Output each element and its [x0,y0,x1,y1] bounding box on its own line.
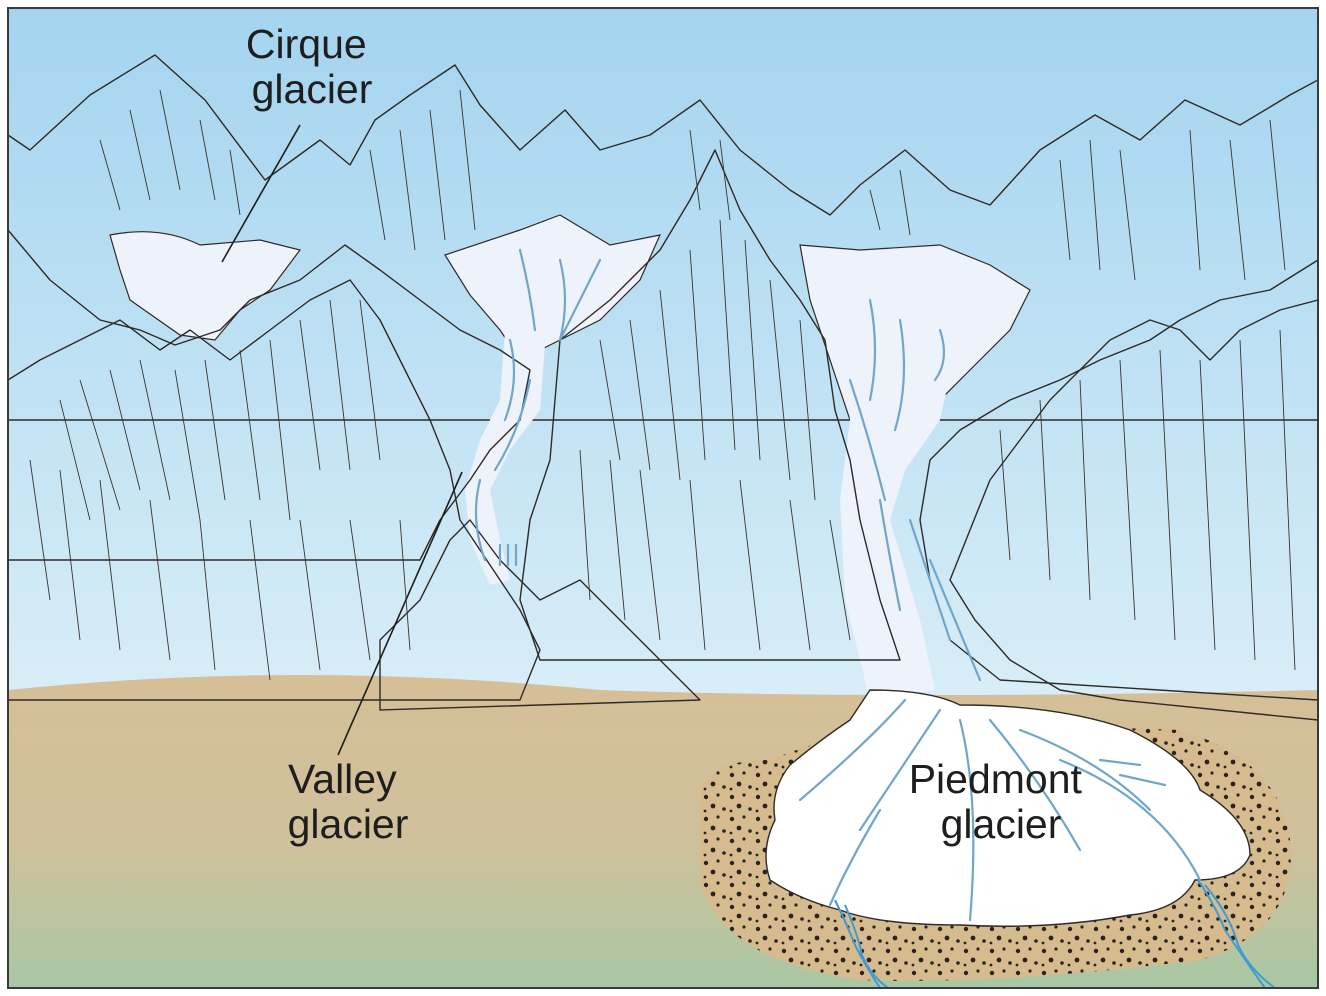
valley-label-line-2: glacier [288,801,409,847]
foreground-middle-mountains [379,519,701,711]
accumulation-ice-left [444,214,662,361]
right-range [919,259,1318,701]
foreground-right-mountains [949,299,1318,721]
cirque-glacier-label: Cirque glacier [246,21,378,112]
slope-hatching [29,89,1296,681]
piedmont-glacier-label: Piedmont glacier [909,756,1094,847]
piedmont-lobe [765,689,1251,927]
middle-range [8,229,531,561]
cirque-label-line-1: Cirque [246,21,367,67]
foreground-left-mountains [8,279,541,701]
valley-crevasses [474,248,982,682]
piedmont-label-line-2: glacier [941,801,1062,847]
cirque-label-line-2: glacier [252,66,373,112]
piedmont-label-line-1: Piedmont [909,756,1083,802]
valley-glacier-label: Valley glacier [288,756,409,847]
piedmont-crevasses [798,698,1202,922]
meltwater-streams [834,879,1276,988]
back-range [8,54,1318,421]
main-valley-ice [830,280,960,700]
valley-label-line-1: Valley [288,756,397,802]
cirque-leader-line [221,124,301,263]
figure-frame [7,7,1319,989]
center-peak [519,149,901,661]
valley-leader-line [337,471,463,756]
